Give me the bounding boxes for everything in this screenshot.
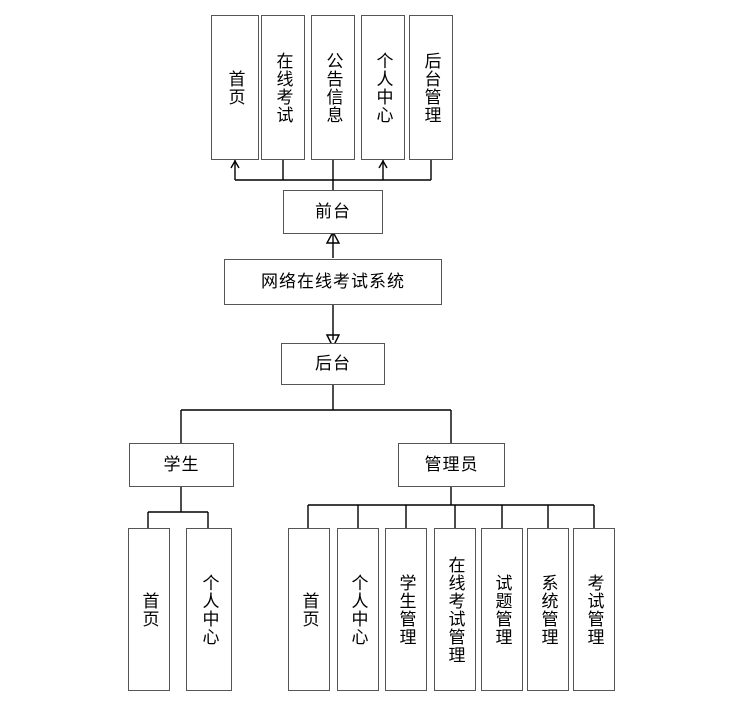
backend-node[interactable]: 后台: [281, 343, 385, 385]
frontend-item-2[interactable]: 公告信息: [311, 15, 355, 160]
student-item-0[interactable]: 首页: [128, 528, 170, 691]
frontend-item-3[interactable]: 个人中心: [361, 15, 405, 160]
admin-item-6[interactable]: 考试管理: [573, 528, 615, 691]
admin-item-5[interactable]: 系统管理: [527, 528, 569, 691]
admin-item-1[interactable]: 个人中心: [337, 528, 379, 691]
student-node[interactable]: 学生: [129, 443, 234, 487]
frontend-node[interactable]: 前台: [283, 190, 383, 234]
frontend-item-4[interactable]: 后台管理: [409, 15, 453, 160]
admin-node[interactable]: 管理员: [398, 443, 505, 487]
admin-item-0[interactable]: 首页: [288, 528, 330, 691]
admin-item-3[interactable]: 在线考试管理: [434, 528, 476, 691]
frontend-item-0[interactable]: 首页: [211, 15, 259, 160]
system-title-node[interactable]: 网络在线考试系统: [224, 259, 442, 305]
admin-item-2[interactable]: 学生管理: [385, 528, 427, 691]
frontend-item-1[interactable]: 在线考试: [261, 15, 305, 160]
student-item-1[interactable]: 个人中心: [186, 528, 232, 691]
admin-item-4[interactable]: 试题管理: [481, 528, 523, 691]
